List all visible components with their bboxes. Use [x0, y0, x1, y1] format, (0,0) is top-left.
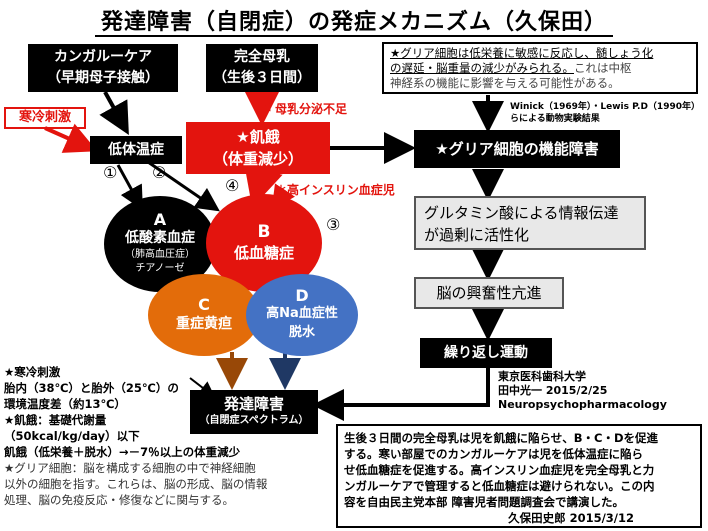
glia-def-1: ★グリア細胞：脳を構成する細胞の中で神経細胞 [4, 461, 256, 475]
summary-line1: 生後３日間の完全母乳は児を飢餓に陥らせ、B・C・Dを促進 [344, 431, 659, 445]
milk-shortage-text: 母乳分泌不足 [275, 102, 348, 116]
circle-C-jaundice: C 重症黄疸 [148, 274, 260, 356]
circle-B-line1: 低血糖症 [233, 244, 294, 262]
winick-citation: Winick（1969年）・Lewis P.D（1990年） らによる動物実験結… [510, 101, 700, 125]
cold-stimulus-box: 寒冷刺激 [4, 107, 86, 129]
low-temperature-label: 低体温症 [108, 142, 164, 158]
summary-line5: 容を自由民主党本部 障害児者問題調査会で講演した。 [344, 495, 625, 509]
glia-note-line3: 神経系の機能に影響を与える可能性がある。 [390, 76, 620, 90]
glia-note-box: ★グリア細胞は低栄養に敏感に反応し、髄しょう化 の遅延・脳重量の減少がみられる。… [382, 42, 698, 94]
breastfeeding-line1: 完全母乳 [234, 49, 290, 65]
cold-stimulus-label: 寒冷刺激 [18, 110, 71, 125]
summary-line2: する。寒い部屋でのカンガルーケアは児を低体温症に陥ら [344, 447, 643, 461]
circle-D-letter: D [295, 286, 309, 305]
glia-def-2: 以外の細胞を指す。これらは、脳の形成、脳の情報 [4, 477, 268, 491]
tanaka-line2: 田中光一 2015/2/25 [498, 384, 608, 397]
circle-D-line1: 高Na血症性 [266, 306, 338, 321]
tanaka-line1: 東京医科歯科大学 [498, 370, 586, 383]
milk-shortage-label: 母乳分泌不足 [275, 100, 347, 117]
starve-note-2: 飢餓（低栄養＋脱水）→－7％以上の体重減少 [4, 445, 241, 459]
circle-D-dehydration: D 高Na血症性 脱水 [246, 274, 358, 356]
glia-def-3: 処理、脳の免疫反応・修復などに関与する。 [4, 493, 234, 507]
dev-line1: 発達障害 [223, 395, 284, 413]
breastfeeding-box: 完全母乳 （生後３日間） [206, 44, 318, 92]
starvation-line1: ★飢餓 [236, 128, 280, 146]
glia-dysfunction-label: ★グリア細胞の機能障害 [435, 140, 599, 158]
tanaka-citation: 東京医科歯科大学 田中光一 2015/2/25 Neuropsychopharm… [498, 370, 667, 412]
glia-dysfunction-box: ★グリア細胞の機能障害 [414, 130, 620, 168]
number-3: ③ [326, 215, 341, 234]
glia-note-text2b: これは中枢 [574, 61, 632, 75]
glutamate-line1: グルタミン酸による情報伝達 [424, 204, 619, 222]
kangaroo-line2: （早期母子接触） [47, 70, 159, 86]
low-temperature-box: 低体温症 [90, 136, 182, 164]
glia-note-text2: の遅延・脳重量の減少がみられる。 [390, 61, 574, 75]
hyperinsulin-label: ＊高インスリン血症児 [275, 181, 395, 198]
cold-note-title: ★寒冷刺激 [4, 365, 61, 379]
starve-note-title: ★飢餓：基礎代謝量 [4, 413, 107, 427]
circle-D-line2: 脱水 [288, 325, 315, 340]
summary-box: 生後３日間の完全母乳は児を飢餓に陥らせ、B・C・Dを促進 する。寒い部屋でのカン… [336, 424, 702, 528]
starve-note-1: （50kcal/kg/day）以下 [4, 429, 140, 443]
circle-C-letter: C [198, 295, 210, 314]
circle-C-line1: 重症黄疸 [176, 316, 232, 332]
circle-A-hypoxemia: A 低酸素血症 （肺高血圧症） チアノーゼ [104, 196, 216, 292]
starvation-line2: （体重減少） [212, 150, 303, 168]
glia-note-line2: の遅延・脳重量の減少がみられる。これは中枢 [390, 61, 690, 76]
starvation-box: ★飢餓 （体重減少） [186, 122, 330, 174]
winick-line2: らによる動物実験結果 [510, 114, 600, 124]
summary-signature: 久保田史郎 2015/3/12 [508, 511, 634, 525]
circle-A-line1: 低酸素血症 [125, 230, 195, 246]
cold-note-2: 環境温度差（約13℃） [4, 397, 126, 411]
milk-shortage-arrow-icon: ◀ [262, 100, 271, 113]
hyperinsulin-text: ＊高インスリン血症児 [275, 183, 395, 197]
cold-note-1: 胎内（38℃）と胎外（25℃）の [4, 381, 179, 395]
excitability-label: 脳の興奮性亢進 [436, 284, 542, 302]
summary-line3: せ低血糖症を促進する。高インスリン血症児を完全母乳と力 [344, 463, 655, 477]
repetitive-movement-box: 繰り返し運動 [420, 338, 552, 368]
excitability-box: 脳の興奮性亢進 [414, 277, 564, 309]
glutamate-box: グルタミン酸による情報伝達 が過剰に活性化 [414, 196, 646, 250]
glia-note-text1: ★グリア細胞は低栄養に敏感に反応し、髄しょう化 [390, 46, 654, 60]
arrow-lowtemp-A [116, 164, 143, 211]
dev-line2: （自閉症スペクトラム） [199, 415, 309, 426]
summary-line4: ンガルーケアで管理すると低血糖症は避けられない。この内 [344, 479, 655, 493]
circle-A-line3: チアノーゼ [135, 263, 185, 274]
arrow-lowtemp-B [147, 160, 220, 212]
number-1: ① [103, 163, 118, 182]
kangaroo-line1: カンガルーケア [54, 49, 152, 65]
arrow-repetitive-dev [312, 366, 490, 421]
circle-A-line2: （肺高血圧症） [125, 249, 195, 260]
circle-A-letter: A [153, 210, 167, 229]
glutamate-line2: が過剰に活性化 [424, 226, 530, 244]
arrow-cold-lowtemp [44, 123, 98, 153]
page-title: 発達障害（自閉症）の発症メカニズム（久保田） [100, 10, 607, 35]
winick-line1: Winick（1969年）・Lewis P.D（1990年） [510, 102, 700, 112]
kangaroo-care-box: カンガルーケア （早期母子接触） [28, 44, 178, 92]
left-notes: ★寒冷刺激 胎内（38℃）と胎外（25℃）の 環境温度差（約13℃） ★飢餓：基… [4, 364, 334, 508]
number-2: ② [152, 163, 167, 182]
number-4: ④ [225, 176, 240, 195]
developmental-disorder-box: 発達障害 （自閉症スペクトラム） [190, 390, 318, 434]
title-underline [95, 35, 613, 37]
repetitive-label: 繰り返し運動 [444, 345, 528, 361]
arrow-kangaroo-lowtemp [99, 91, 129, 135]
circle-B-letter: B [257, 222, 271, 242]
breastfeeding-line2: （生後３日間） [213, 70, 311, 86]
glia-note-line1: ★グリア細胞は低栄養に敏感に反応し、髄しょう化 [390, 46, 690, 61]
tanaka-line3: Neuropsychopharmacology [498, 398, 667, 411]
